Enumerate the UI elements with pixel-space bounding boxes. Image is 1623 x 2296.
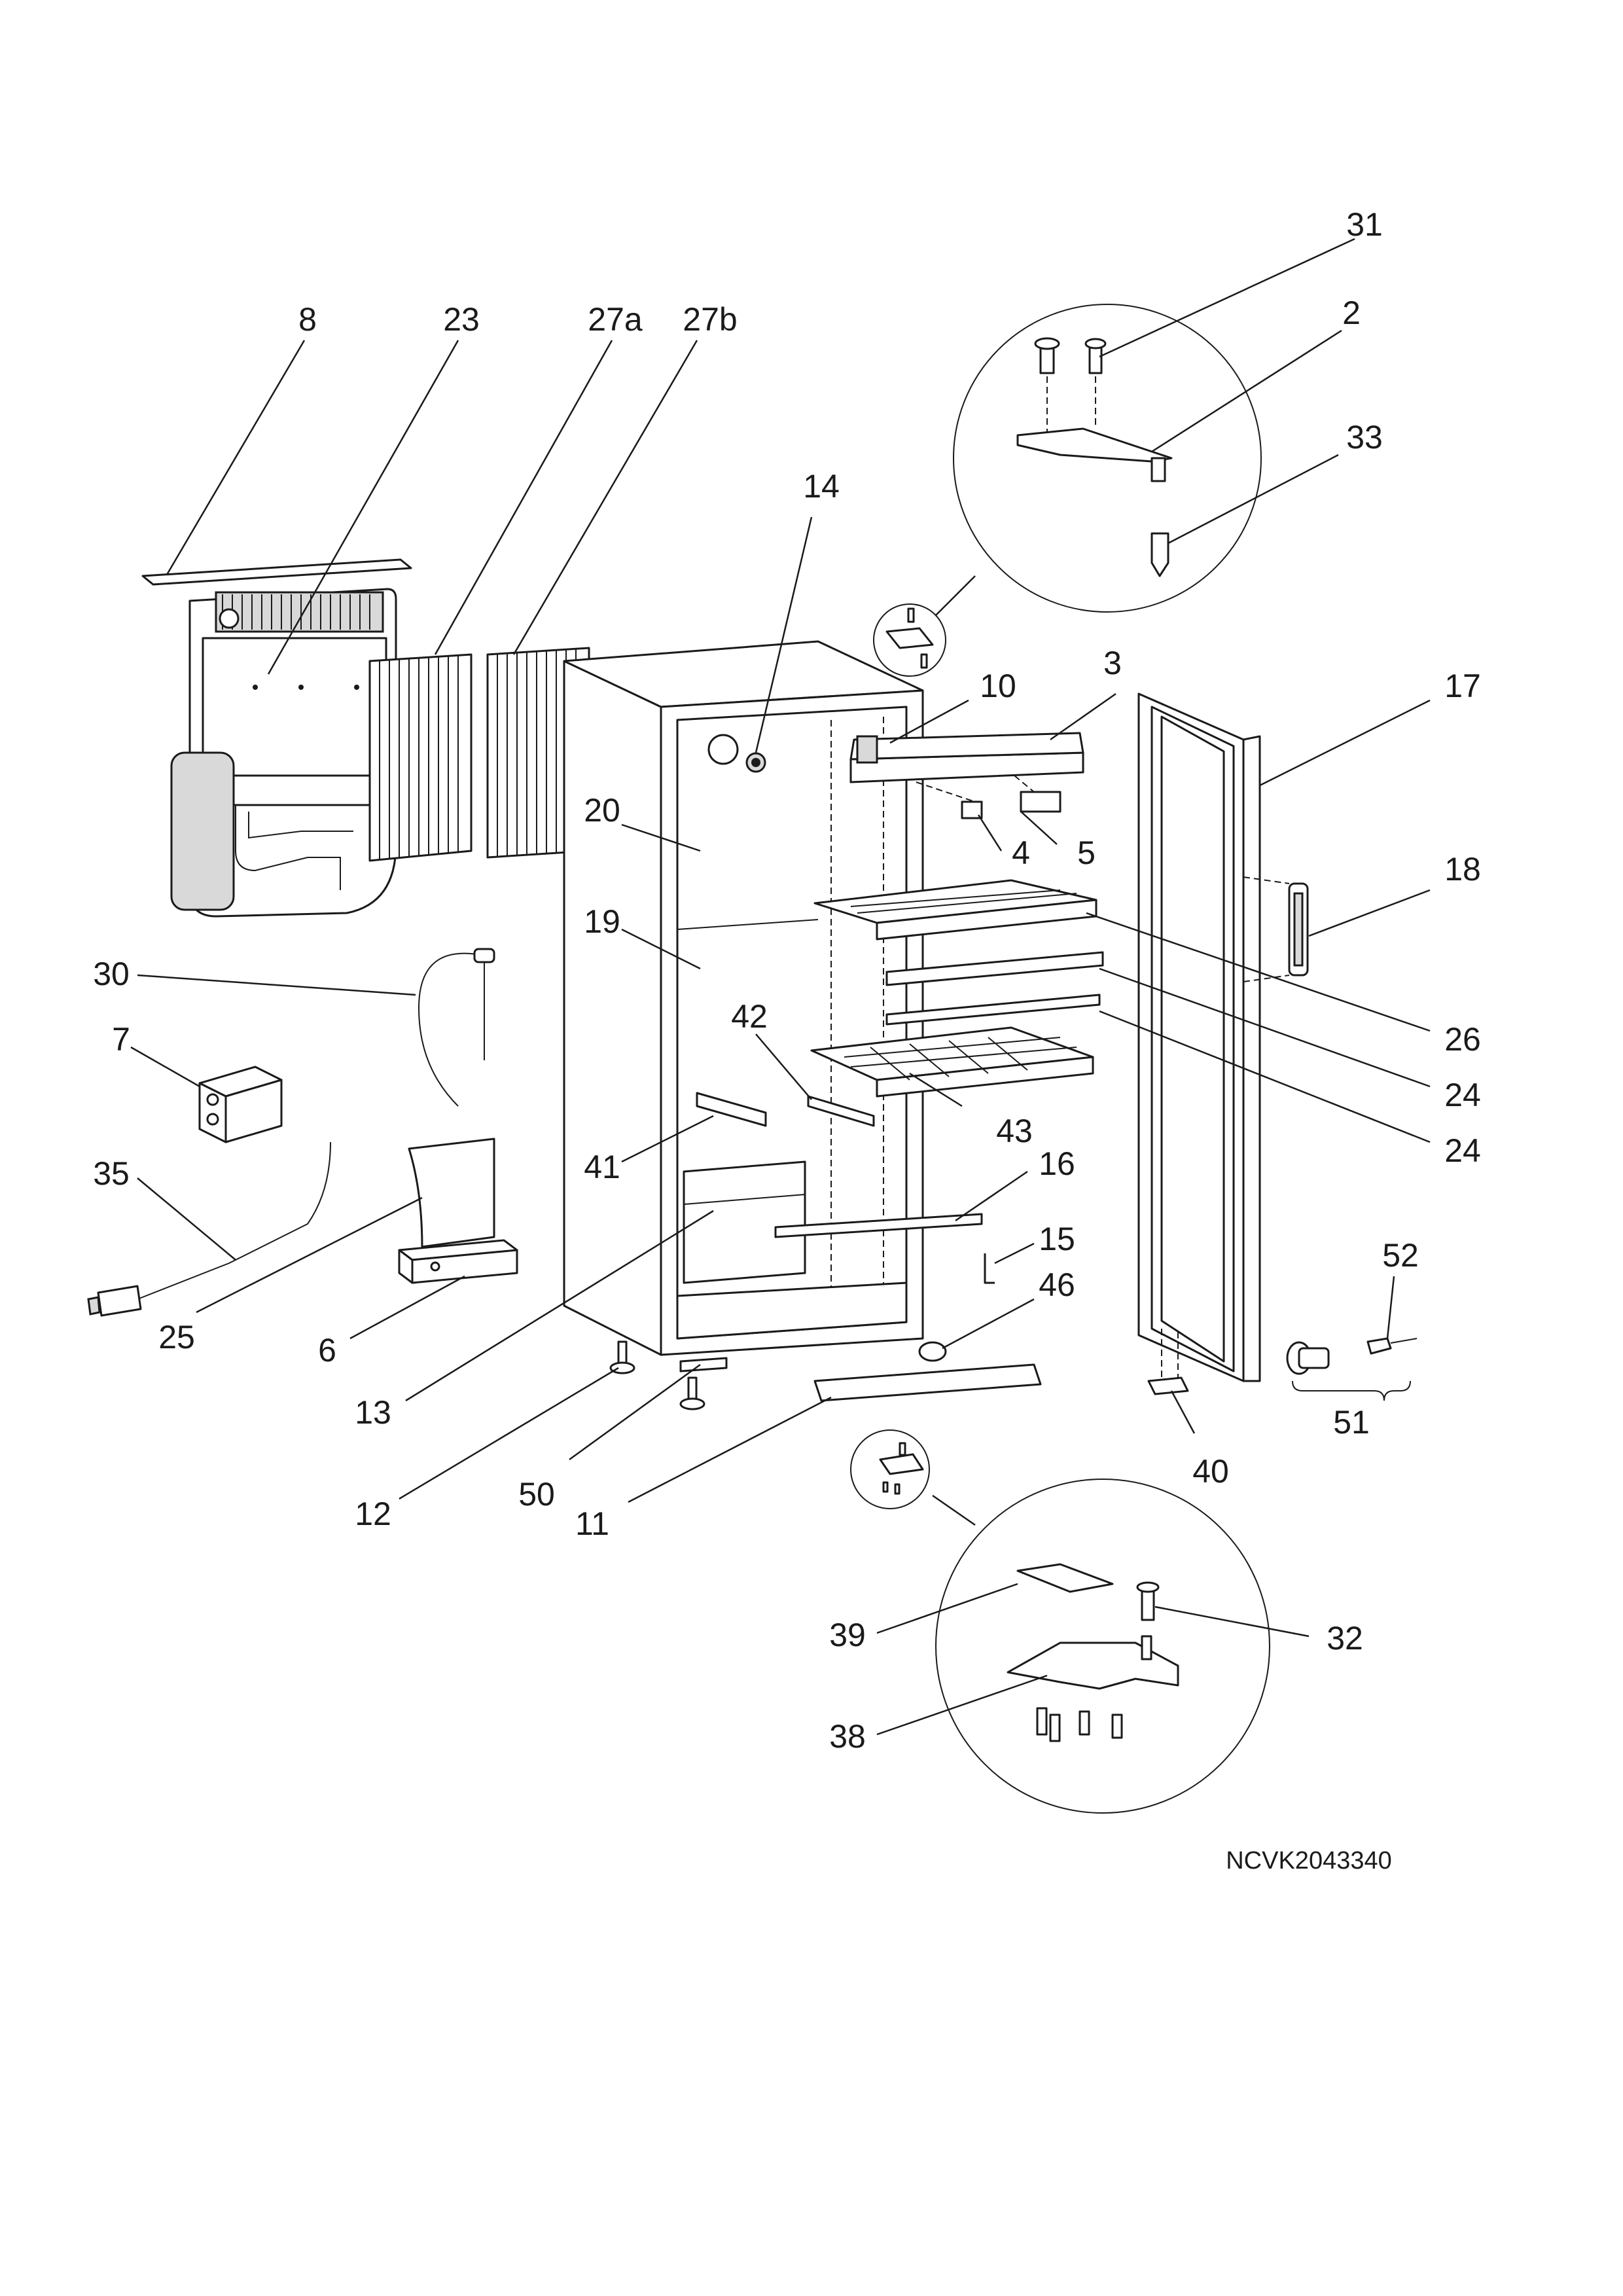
callout-32: 32 — [1327, 1620, 1363, 1657]
callout-8: 8 — [298, 301, 317, 338]
callout-15: 15 — [1039, 1221, 1075, 1257]
callout-6: 6 — [318, 1332, 336, 1369]
fin-block-27a-drawing — [368, 653, 473, 862]
callout-12: 12 — [355, 1496, 391, 1532]
feet-drawing — [609, 1340, 728, 1410]
callout-33: 33 — [1346, 419, 1383, 456]
callout-14: 14 — [803, 468, 840, 505]
callout-24-upper: 24 — [1444, 1077, 1481, 1113]
callout-39: 39 — [829, 1617, 866, 1653]
callout-42: 42 — [731, 998, 768, 1035]
cabinet-drawing — [563, 640, 924, 1356]
callout-31: 31 — [1346, 206, 1383, 243]
callout-labels: 8 23 27a 27b 31 2 33 14 10 3 17 20 4 5 1… — [93, 206, 1481, 1755]
callout-46: 46 — [1039, 1266, 1075, 1303]
callout-2: 2 — [1342, 295, 1361, 331]
callout-35: 35 — [93, 1155, 130, 1192]
callout-5: 5 — [1077, 834, 1096, 871]
callout-10: 10 — [980, 668, 1016, 704]
callout-26: 26 — [1444, 1021, 1481, 1058]
bottom-hinge-detail — [850, 1429, 1270, 1814]
upper-shelf-drawing — [813, 879, 1097, 941]
callout-11: 11 — [575, 1505, 609, 1542]
callout-41: 41 — [584, 1149, 620, 1185]
callout-16: 16 — [1039, 1145, 1075, 1182]
callout-51: 51 — [1333, 1404, 1370, 1441]
callout-25: 25 — [158, 1319, 195, 1355]
callout-3: 3 — [1103, 645, 1122, 681]
part-drawings — [87, 304, 1418, 1814]
leader-lines — [130, 238, 1431, 1736]
callout-20: 20 — [584, 792, 620, 829]
callout-19: 19 — [584, 903, 620, 940]
callout-30: 30 — [93, 956, 130, 992]
callout-17: 17 — [1444, 668, 1481, 704]
callout-52: 52 — [1382, 1237, 1419, 1274]
small-box-drawing — [398, 1239, 518, 1284]
callout-7: 7 — [112, 1021, 130, 1058]
lock-key-drawing — [1286, 1337, 1418, 1401]
callout-27b: 27b — [683, 301, 737, 338]
door-drawing — [1137, 692, 1261, 1382]
callout-27a: 27a — [588, 301, 643, 338]
callout-50: 50 — [518, 1476, 555, 1513]
callout-18: 18 — [1444, 851, 1481, 888]
callout-4: 4 — [1012, 834, 1030, 871]
top-bracket-drawing — [849, 732, 1084, 819]
junction-box-drawing — [198, 1066, 283, 1143]
callout-13: 13 — [355, 1394, 391, 1431]
callout-43: 43 — [996, 1113, 1033, 1149]
callout-38: 38 — [829, 1718, 866, 1755]
diagram-code: NCVK2043340 — [1226, 1847, 1392, 1874]
callout-24-lower: 24 — [1444, 1132, 1481, 1169]
top-hinge-detail — [873, 304, 1262, 677]
callout-23: 23 — [443, 301, 480, 338]
callout-40: 40 — [1192, 1453, 1229, 1490]
cooling-unit-drawing — [170, 588, 397, 918]
